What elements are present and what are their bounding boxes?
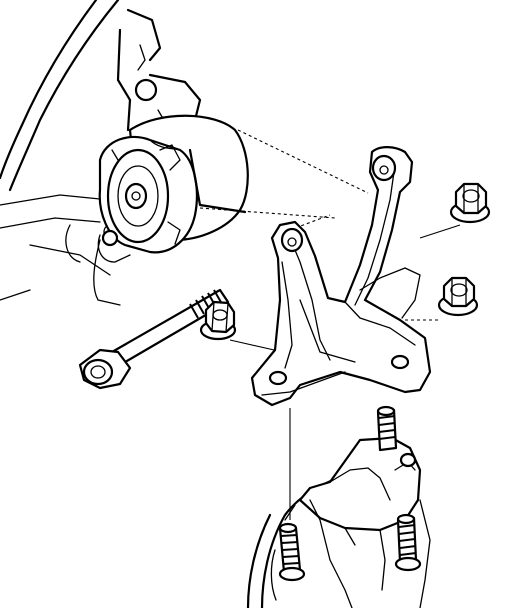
bracket-upper-hole-icon (371, 154, 397, 182)
through-bolt (78, 288, 230, 390)
frame-bolt-icon (134, 78, 158, 102)
mounting-stud-right (394, 513, 422, 572)
transmission-case (246, 436, 431, 608)
bracket-left-hole-icon (268, 370, 288, 386)
bracket-pivot-hole-icon (280, 227, 304, 253)
mount-bracket (250, 146, 432, 407)
flange-nut-left (199, 300, 237, 341)
flange-nut-lower-right (437, 276, 479, 317)
mounting-stud-center (376, 405, 398, 452)
engine-mount-insulator (97, 114, 249, 263)
mounting-stud-left (278, 522, 306, 582)
flange-nut-upper-right (449, 182, 491, 224)
bracket-right-hole-icon (390, 354, 410, 370)
